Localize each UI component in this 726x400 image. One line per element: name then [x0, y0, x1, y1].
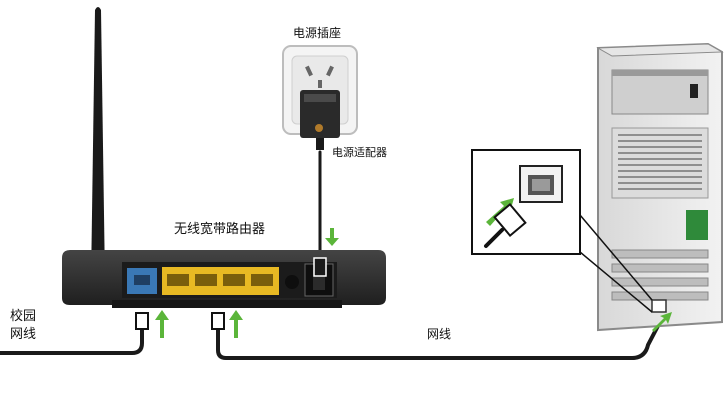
power-plug — [313, 257, 327, 277]
campus-network-label-line2: 网线 — [10, 327, 37, 342]
desktop-tower — [596, 42, 724, 332]
arrow-up-icon — [155, 310, 169, 338]
connectors — [135, 228, 339, 338]
antenna — [91, 7, 105, 282]
zoom-inset — [471, 149, 653, 313]
campus-network-cable — [0, 318, 144, 355]
ethernet-port — [651, 299, 667, 313]
power-adapter-label: 电源适配器 — [332, 146, 387, 159]
reset-button — [285, 275, 299, 289]
power-adapter — [300, 90, 340, 150]
campus-network-label: 校园 网线 — [10, 308, 36, 344]
power-outlet-label: 电源插座 — [293, 26, 342, 40]
arrow-down-icon — [325, 228, 339, 246]
arrow-up-icon — [652, 312, 672, 332]
router — [62, 250, 386, 308]
cables — [0, 150, 662, 360]
network-cable-label: 网线 — [427, 327, 452, 341]
rj45-connector — [493, 202, 527, 238]
campus-network-label-line1: 校园 — [10, 309, 37, 324]
arrow-up-icon — [229, 310, 243, 338]
rj45-connector — [135, 312, 149, 330]
network-cable — [216, 318, 662, 360]
router-label: 无线宽带路由器 — [174, 222, 266, 237]
rj45-connector — [211, 312, 225, 330]
